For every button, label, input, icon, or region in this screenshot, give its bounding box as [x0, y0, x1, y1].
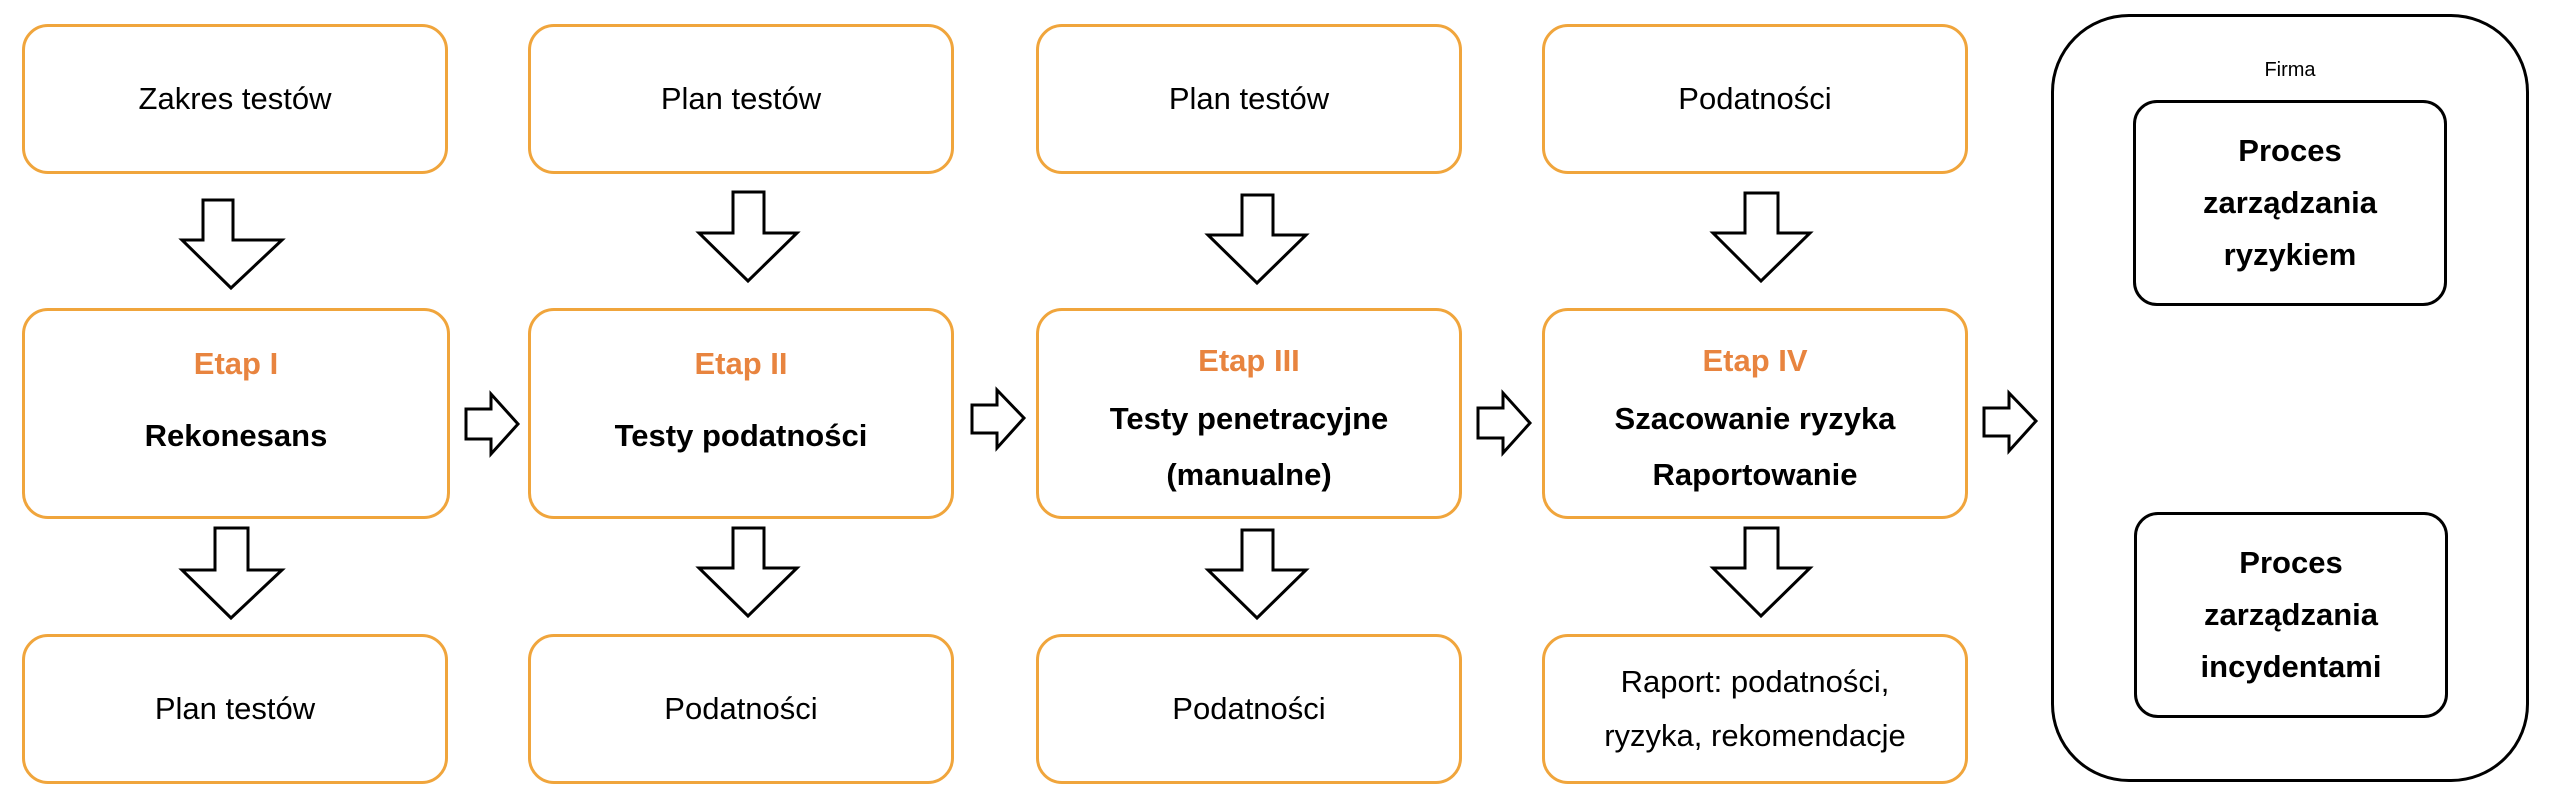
- stage-name: Testy podatności: [614, 417, 868, 453]
- process-line: Proces: [2238, 133, 2342, 168]
- output-label: Podatności: [1172, 691, 1326, 726]
- stage-box-3: Etap III Testy penetracyjne (manualne): [1036, 308, 1462, 519]
- stage-box-1: Etap I Rekonesans: [22, 308, 450, 519]
- arrow-down-icon: [1204, 193, 1310, 286]
- input-box-1: Zakres testów: [22, 24, 448, 174]
- company-label: Firma: [2264, 59, 2316, 81]
- output-label-line-1: Raport: podatności,: [1620, 664, 1890, 699]
- process-line: ryzykiem: [2223, 237, 2357, 272]
- arrow-right-icon: [970, 386, 1027, 452]
- process-box-incidents: Proces zarządzania incydentami: [2134, 512, 2448, 718]
- input-label: Plan testów: [660, 81, 822, 116]
- output-box-2: Podatności: [528, 634, 954, 784]
- arrow-right-icon: [1982, 389, 2039, 455]
- stage-name-line-2: (manualne): [1166, 457, 1332, 492]
- process-line: Proces: [2239, 545, 2343, 580]
- input-label: Podatności: [1678, 81, 1832, 116]
- arrow-down-icon: [695, 526, 801, 619]
- process-box-risk: Proces zarządzania ryzykiem: [2133, 100, 2447, 306]
- arrow-right-icon: [464, 390, 521, 458]
- output-box-1: Plan testów: [22, 634, 448, 784]
- arrow-down-icon: [695, 190, 801, 284]
- output-label: Plan testów: [154, 691, 316, 726]
- arrow-down-icon: [1709, 191, 1814, 284]
- arrow-right-icon: [1476, 389, 1533, 457]
- process-line: zarządzania: [2202, 185, 2377, 220]
- input-label: Plan testów: [1168, 81, 1330, 116]
- arrow-down-icon: [178, 198, 286, 291]
- arrow-down-icon: [1709, 526, 1814, 619]
- stage-label: Etap III: [1198, 343, 1300, 378]
- input-label: Zakres testów: [138, 81, 332, 116]
- input-box-2: Plan testów: [528, 24, 954, 174]
- process-line: zarządzania: [2203, 597, 2378, 632]
- output-box-4: Raport: podatności, ryzyka, rekomendacje: [1542, 634, 1968, 784]
- arrow-down-icon: [1204, 528, 1310, 621]
- stage-name-line-1: Szacowanie ryzyka: [1614, 401, 1896, 436]
- stage-name-line-1: Testy penetracyjne: [1109, 401, 1389, 436]
- output-box-3: Podatności: [1036, 634, 1462, 784]
- stage-label: Etap I: [193, 345, 279, 381]
- stage-label: Etap II: [694, 345, 788, 381]
- input-box-3: Plan testów: [1036, 24, 1462, 174]
- process-line: incydentami: [2200, 649, 2382, 684]
- stage-name-line-2: Raportowanie: [1652, 457, 1858, 492]
- stage-box-2: Etap II Testy podatności: [528, 308, 954, 519]
- stage-box-4: Etap IV Szacowanie ryzyka Raportowanie: [1542, 308, 1968, 519]
- output-label: Podatności: [664, 691, 818, 726]
- stage-label: Etap IV: [1702, 343, 1808, 378]
- arrow-down-icon: [178, 526, 286, 621]
- stage-name: Rekonesans: [144, 417, 328, 453]
- output-label-line-2: ryzyka, rekomendacje: [1604, 718, 1906, 753]
- input-box-4: Podatności: [1542, 24, 1968, 174]
